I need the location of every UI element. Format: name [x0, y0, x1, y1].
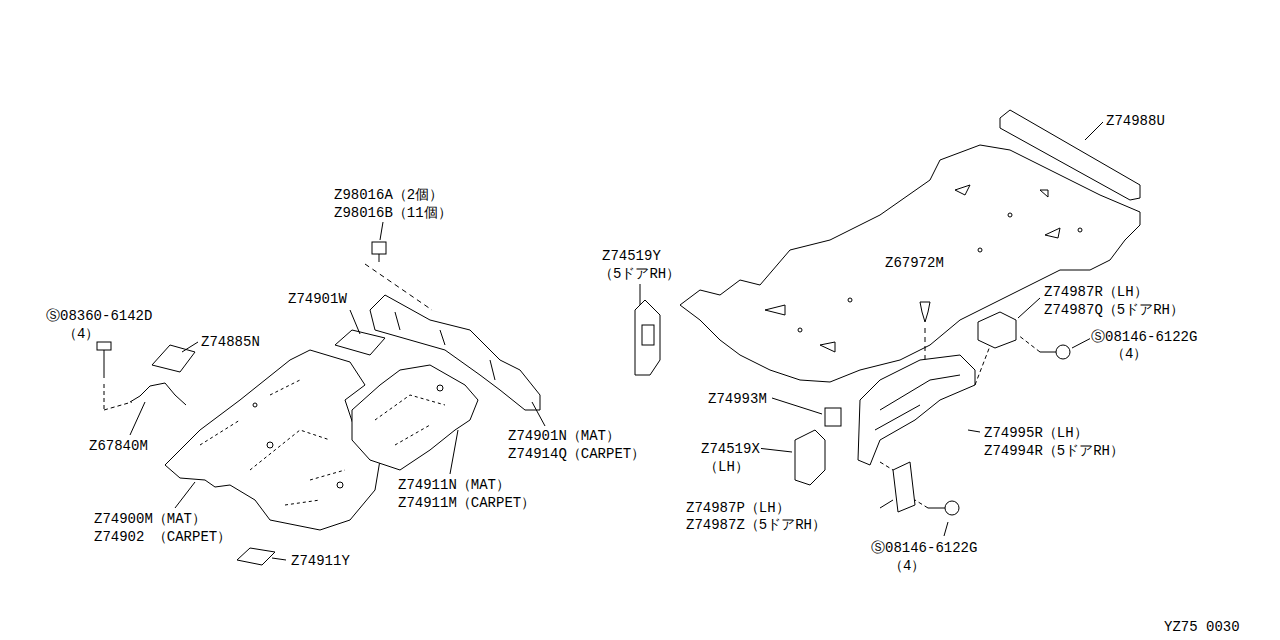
part-label: Z74911Y	[290, 554, 351, 568]
figure-code: YZ75 0030	[1163, 620, 1241, 634]
part-label: Z74885N	[200, 335, 261, 349]
part-label: Z74901W	[287, 292, 348, 306]
part-label: Z74900M（MAT）	[93, 512, 207, 526]
part-label: Z74988U	[1105, 114, 1166, 128]
part-label: Ⓢ08360-6142D	[45, 309, 153, 323]
part-label: Z74901N（MAT）	[507, 429, 621, 443]
part-label: Z98016B（11個）	[333, 206, 453, 220]
part-label: Z74993M	[707, 392, 768, 406]
part-label: （5ドアRH）	[598, 267, 681, 281]
part-label: Z74902 （CARPET）	[93, 530, 232, 544]
part-label: Z74987Z（5ドアRH）	[685, 518, 827, 532]
part-label: Ⓢ08146-6122G	[870, 541, 978, 555]
part-label: （4）	[62, 327, 100, 341]
part-label: Z98016A（2個）	[333, 188, 444, 202]
part-label: Z74911M（CARPET）	[397, 496, 536, 510]
part-label: Z74987Q（5ドアRH）	[1043, 303, 1185, 317]
part-label: Z74995R（LH）	[983, 426, 1089, 440]
part-label: （LH）	[703, 460, 750, 474]
part-label: Z74519X	[700, 442, 761, 456]
part-label: Z74911N（MAT）	[397, 478, 511, 492]
part-label: （4）	[1110, 347, 1148, 361]
part-label: Z74987R（LH）	[1043, 285, 1149, 299]
part-label: Ⓢ08146-6122G	[1090, 330, 1198, 344]
part-label: （4）	[888, 559, 926, 573]
part-label: Z74519Y	[601, 249, 662, 263]
part-label: Z74914Q（CARPET）	[507, 447, 646, 461]
part-label: Z74987P（LH）	[685, 501, 791, 515]
part-label: Z67972M	[884, 256, 945, 270]
part-label: Z74994R（5ドアRH）	[983, 444, 1125, 458]
part-label: Z67840M	[88, 439, 149, 453]
